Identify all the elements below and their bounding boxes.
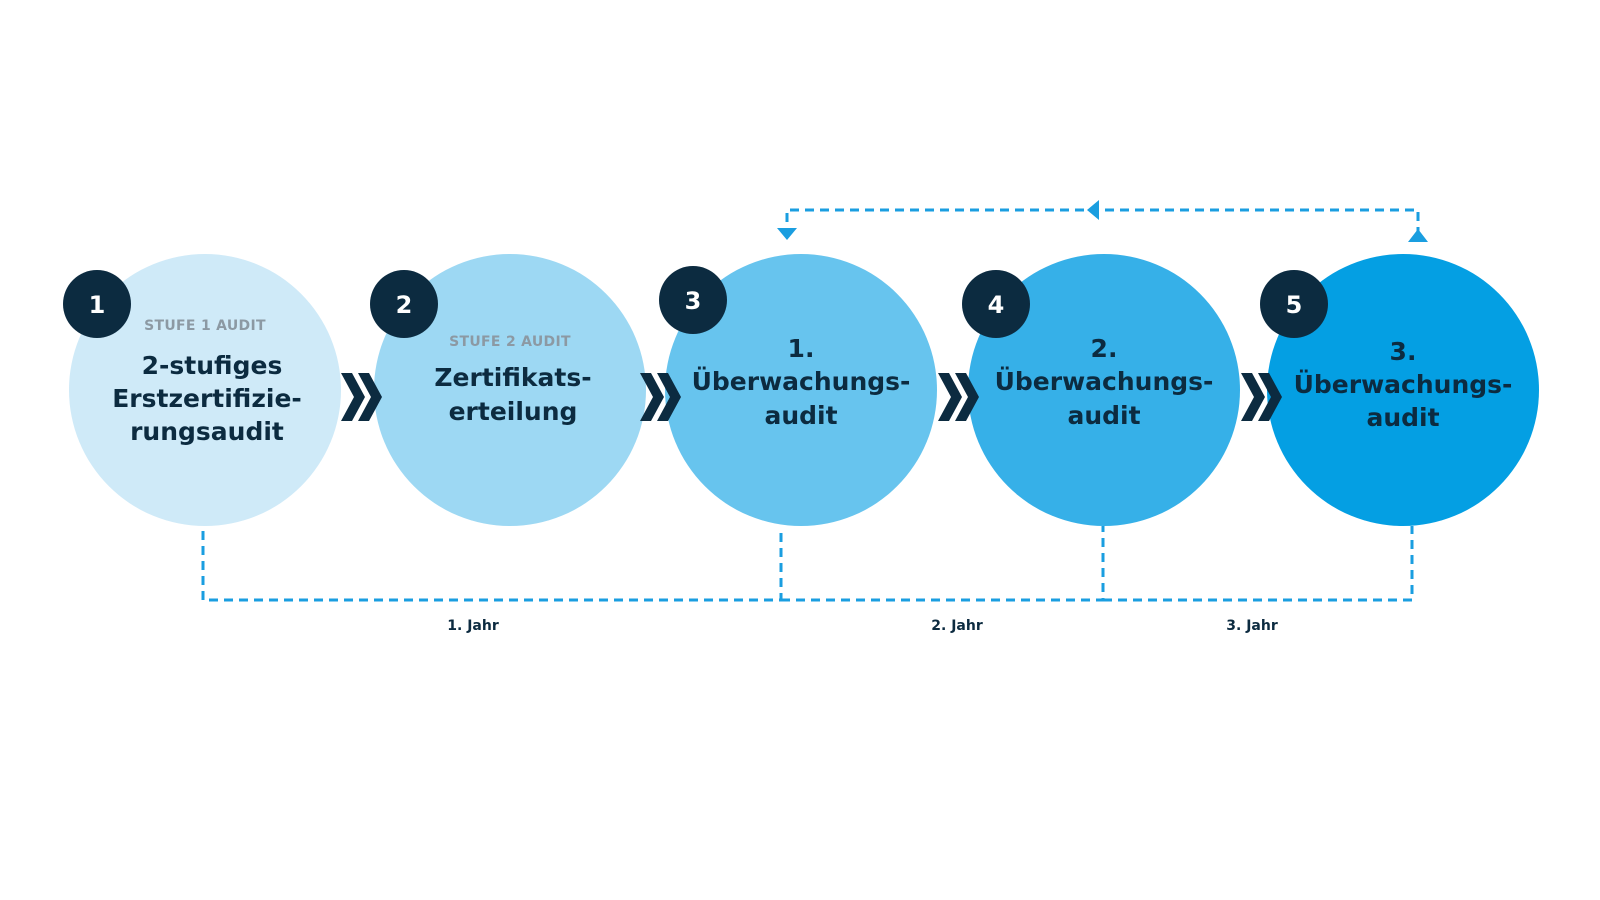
step-title-3-line-3: audit (764, 401, 837, 430)
year-label-1: 1. Jahr (447, 618, 499, 634)
step-badge-3: 3 (659, 266, 727, 334)
step-circle-1 (69, 254, 341, 526)
double-chevron-right-icon (938, 373, 979, 421)
arrow-down-icon (777, 228, 797, 240)
step-number-5: 5 (1286, 291, 1303, 319)
step-title-1-line-2: Erstzertifizie- (112, 384, 302, 413)
step-badge-5: 5 (1260, 270, 1328, 338)
step-circle-2 (374, 254, 646, 526)
step-number-1: 1 (89, 291, 106, 319)
step-title-4-line-3: audit (1067, 401, 1140, 430)
step-texts: STUFE 1 AUDIT 2-stufiges Erstzertifizie-… (112, 318, 1512, 446)
arrow-left-icon (1087, 200, 1099, 220)
step-title-1-line-1: 2-stufiges (142, 351, 283, 380)
year-timeline: 1. Jahr 2. Jahr 3. Jahr (201, 526, 1414, 634)
timeline-bracket-3 (1103, 526, 1414, 602)
step-circle-5 (1267, 254, 1539, 526)
step-circle-4 (968, 254, 1240, 526)
step-number-2: 2 (396, 291, 413, 319)
step-badge-2: 2 (370, 270, 438, 338)
step-title-4-line-1: 2. (1091, 334, 1118, 363)
year-label-2: 2. Jahr (931, 618, 983, 634)
step-number-3: 3 (685, 287, 702, 315)
chevrons (341, 373, 1282, 421)
step-circle-3 (665, 254, 937, 526)
step-title-4-line-2: Überwachungs- (995, 366, 1214, 396)
double-chevron-right-icon (1241, 373, 1282, 421)
timeline-bracket-2 (781, 526, 1105, 602)
step-title-2-line-2: erteilung (449, 397, 578, 426)
double-chevron-right-icon (640, 373, 681, 421)
double-chevron-right-icon (341, 373, 382, 421)
step-title-2-line-1: Zertifikats- (434, 363, 591, 392)
step-title-5-line-3: audit (1366, 403, 1439, 432)
feedback-loop (777, 200, 1428, 242)
step-badge-4: 4 (962, 270, 1030, 338)
step-title-3-line-1: 1. (788, 334, 815, 363)
step-title-3-line-2: Überwachungs- (692, 366, 911, 396)
stage-label-1: STUFE 1 AUDIT (144, 318, 266, 334)
step-number-4: 4 (988, 291, 1005, 319)
timeline-bracket-1 (201, 531, 783, 602)
step-badge-1: 1 (63, 270, 131, 338)
arrow-up-icon (1408, 229, 1428, 242)
year-label-3: 3. Jahr (1226, 618, 1278, 634)
step-title-5-line-2: Überwachungs- (1294, 369, 1513, 399)
feedback-loop-line (785, 208, 1420, 236)
stage-label-2: STUFE 2 AUDIT (449, 334, 571, 350)
step-circles (69, 254, 1539, 526)
step-title-1-line-3: rungsaudit (130, 417, 284, 446)
number-badges: 1 2 3 4 5 (63, 266, 1328, 338)
step-title-5-line-1: 3. (1390, 337, 1417, 366)
